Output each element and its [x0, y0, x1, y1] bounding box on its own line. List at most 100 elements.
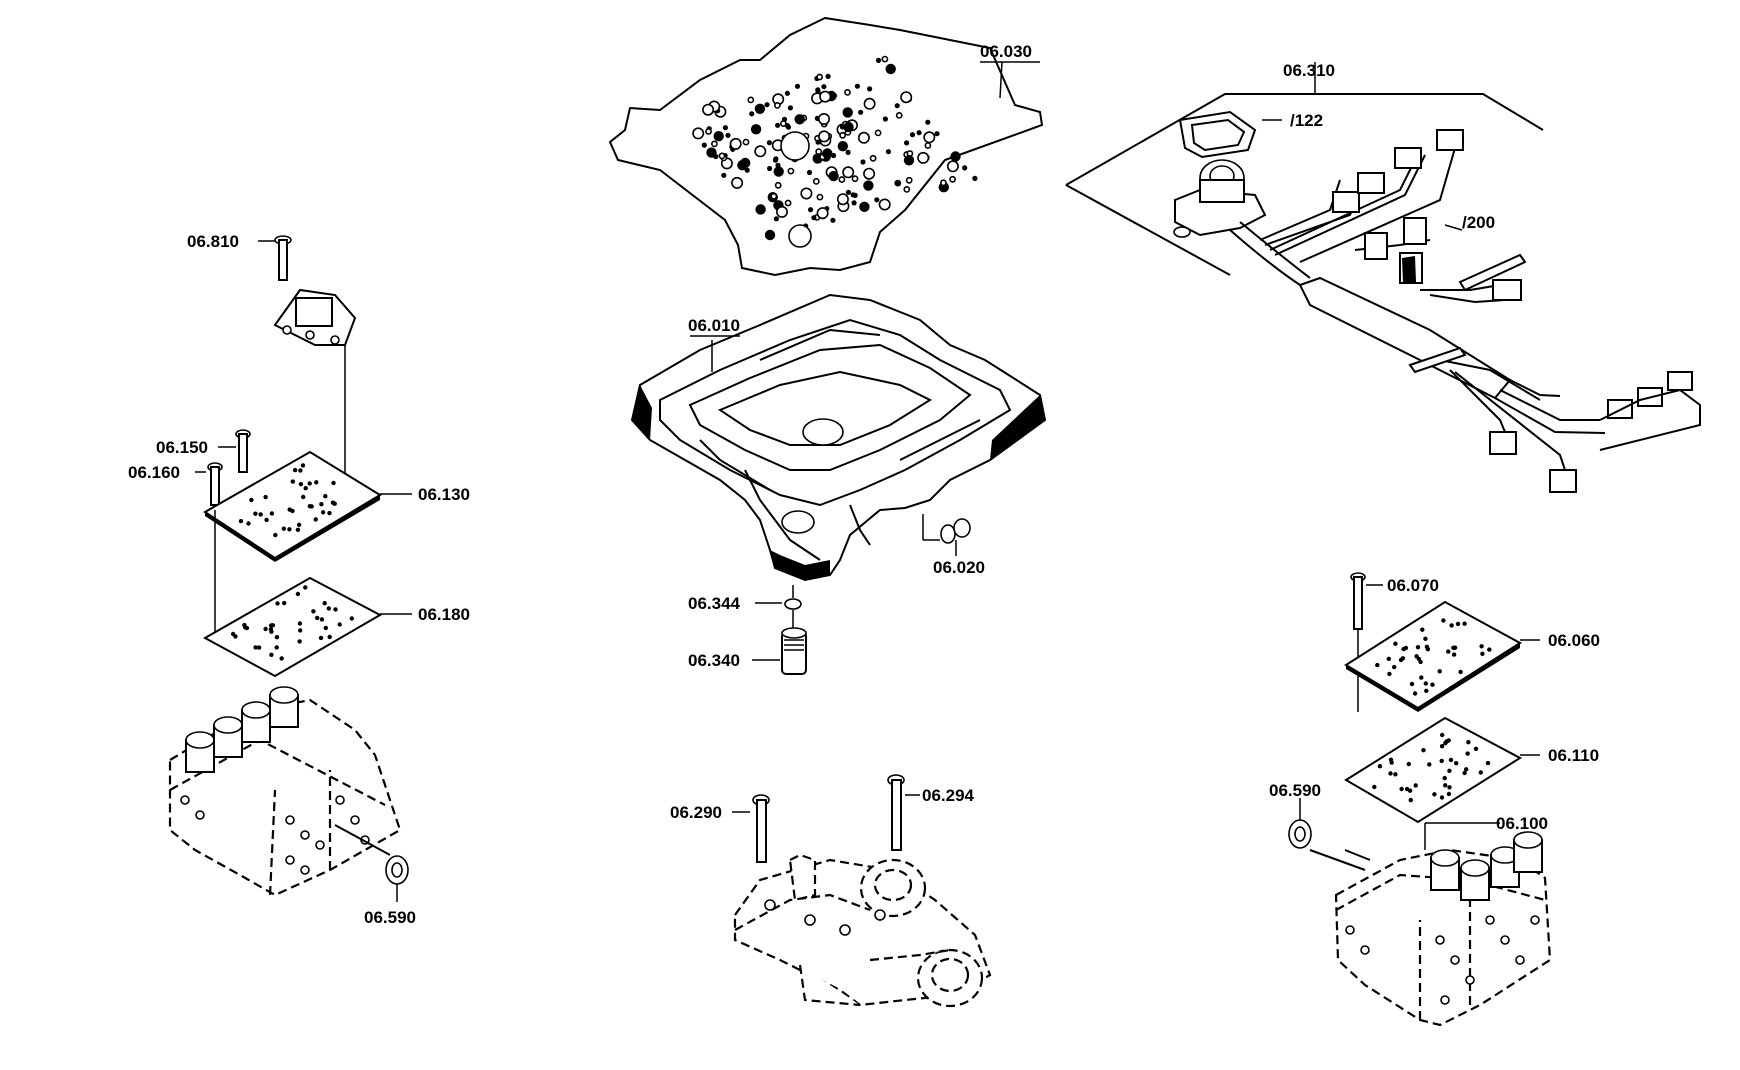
port-hole: [1515, 955, 1525, 965]
port-hole: [1440, 995, 1450, 1005]
seal-06-590-right[interactable]: [1288, 819, 1312, 849]
plate-06-110[interactable]: [1344, 716, 1522, 824]
label-06-810: 06.810: [187, 232, 239, 251]
plate-hole: [273, 532, 278, 538]
plate-hole: [722, 125, 729, 131]
port-hole: [350, 815, 360, 825]
plate-hole: [1464, 767, 1469, 772]
plate-hole: [772, 157, 779, 163]
plate-hole: [1406, 761, 1412, 767]
plate-hole: [818, 130, 831, 143]
plate-06-060[interactable]: [1344, 600, 1522, 712]
plate-hole: [874, 129, 882, 137]
plate-hole: [857, 131, 870, 144]
plate-hole: [319, 502, 324, 507]
solenoid-valve-block-left[interactable]: [168, 686, 402, 897]
plate-hole: [297, 621, 303, 626]
plate-hole: [946, 160, 959, 173]
plate-hole: [764, 102, 770, 108]
plate-hole: [755, 204, 766, 215]
plate-hole: [1451, 645, 1456, 650]
plate-hole: [811, 215, 817, 221]
plate-hole: [244, 625, 250, 631]
plate-hole: [269, 511, 275, 516]
plate-hole: [1441, 618, 1446, 623]
plate-hole: [1451, 652, 1457, 657]
screw-06-160[interactable]: [207, 462, 223, 506]
plate-hole: [812, 177, 820, 185]
plate-hole: [1388, 771, 1393, 776]
check-part-06-020[interactable]: [922, 514, 971, 544]
label-06-030: 06.030: [980, 42, 1032, 61]
plate-hole: [721, 172, 727, 178]
solenoid-cap: [1460, 859, 1490, 877]
screw-06-290[interactable]: [752, 794, 770, 863]
plate-hole: [882, 116, 889, 122]
plate-hole: [253, 511, 258, 516]
plate-hole: [1375, 662, 1380, 668]
plate-hole: [925, 119, 931, 125]
valve-body-06-010[interactable]: [630, 293, 1047, 582]
plate-hole: [268, 623, 274, 628]
screw-06-070[interactable]: [1350, 572, 1366, 630]
plate-hole: [315, 615, 320, 621]
plate-06-130[interactable]: [203, 450, 382, 562]
plate-hole: [878, 198, 891, 211]
plate-06-180[interactable]: [202, 576, 383, 678]
plate-hole: [1443, 783, 1448, 788]
label-06-160: 06.160: [128, 463, 180, 482]
label-122: /122: [1290, 111, 1323, 130]
plate-hole: [1462, 621, 1467, 626]
o-ring-06-344[interactable]: [784, 585, 802, 628]
plate-hole: [749, 111, 755, 117]
plate-hole: [1399, 786, 1404, 792]
port-hole: [335, 795, 345, 805]
plate-hole: [1421, 748, 1426, 753]
pressure-regulator-06-810[interactable]: [273, 288, 357, 346]
plug-06-340[interactable]: [781, 627, 807, 675]
plate-hole: [904, 140, 910, 146]
plate-hole: [327, 510, 332, 516]
plate-hole: [916, 130, 922, 136]
plate-hole: [287, 507, 292, 512]
plate-hole: [806, 169, 813, 176]
plate-hole: [750, 124, 762, 135]
seal-06-590-left[interactable]: [385, 855, 409, 885]
plate-hole: [1458, 669, 1463, 675]
wiring-harness-06-310[interactable]: [1065, 93, 1701, 493]
label-06-110: 06.110: [1548, 746, 1599, 765]
screw-06-294[interactable]: [887, 774, 905, 851]
intermediate-plate-06-030[interactable]: [608, 16, 1044, 277]
screw-06-150[interactable]: [235, 429, 251, 473]
plate-hole: [825, 73, 831, 79]
plate-hole: [794, 83, 801, 89]
plate-hole: [821, 84, 827, 90]
plate-hole: [264, 517, 269, 523]
plate-hole: [903, 155, 915, 166]
plate-hole: [1407, 788, 1413, 793]
screw-06-810[interactable]: [274, 235, 292, 281]
plate-hole: [307, 481, 312, 486]
port-hole: [195, 810, 205, 820]
solenoid-cap: [269, 686, 299, 704]
solenoid-valve-block-right[interactable]: [1309, 831, 1552, 1027]
plate-hole: [731, 176, 744, 189]
plate-hole: [258, 512, 263, 517]
port-hole: [1345, 925, 1355, 935]
plate-hole: [718, 152, 726, 160]
plate-hole: [867, 86, 873, 92]
plate-hole: [1462, 770, 1467, 776]
plate-hole: [322, 601, 327, 606]
plate-hole: [764, 229, 776, 241]
plate-hole: [301, 494, 306, 500]
plate-hole: [300, 463, 306, 468]
plate-hole: [1386, 656, 1392, 661]
plate-hole: [934, 131, 940, 137]
plate-hole: [1485, 760, 1491, 766]
plate-hole: [1487, 647, 1492, 652]
plate-hole: [1393, 772, 1398, 777]
plate-hole: [1389, 760, 1394, 765]
plate-hole: [1423, 636, 1428, 641]
solenoid-valve-assembly-center[interactable]: [733, 853, 992, 1008]
